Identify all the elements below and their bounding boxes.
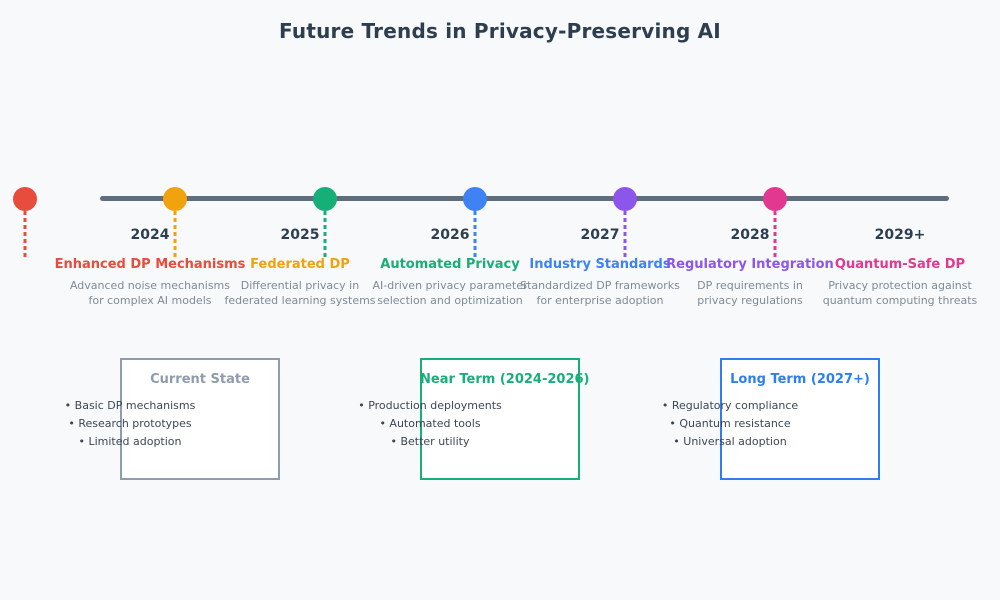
milestone-description: DP requirements in privacy regulations <box>697 279 803 307</box>
summary-box-long-term <box>720 358 880 480</box>
milestone-description: AI-driven privacy parameter selection an… <box>372 279 528 307</box>
milestone-title: Quantum-Safe DP <box>834 257 966 272</box>
milestone-description: Privacy protection against quantum compu… <box>822 279 978 307</box>
milestone-dot <box>613 187 637 211</box>
milestone-title: Enhanced DP Mechanisms <box>54 257 246 272</box>
timeline-axis-line <box>100 196 949 201</box>
milestone-year: 2028 <box>730 227 770 243</box>
summary-box-current-state <box>120 358 280 480</box>
summary-box-near-term <box>420 358 580 480</box>
summary-box-items: • Regulatory compliance • Quantum resist… <box>661 399 799 448</box>
milestone-title: Industry Standards <box>529 257 671 272</box>
milestone-title: Federated DP <box>250 257 350 272</box>
milestone-stem-dashed-line <box>323 211 327 257</box>
milestone-year: 2027 <box>580 227 620 243</box>
page-title: Future Trends in Privacy-Preserving AI <box>279 19 721 43</box>
milestone-year: 2024 <box>130 227 170 243</box>
milestone-dot <box>313 187 337 211</box>
summary-box-title: Current State <box>150 372 250 387</box>
milestone-dot <box>163 187 187 211</box>
milestone-year: 2025 <box>280 227 320 243</box>
milestone-description: Advanced noise mechanisms for complex AI… <box>69 279 231 307</box>
milestone-stem-dashed-line <box>473 211 477 257</box>
milestone-title: Regulatory Integration <box>666 257 834 272</box>
milestone-stem-dashed-line <box>173 211 177 257</box>
milestone-dot <box>763 187 787 211</box>
milestone-year: 2026 <box>430 227 470 243</box>
summary-box-items: • Production deployments • Automated too… <box>358 399 502 448</box>
summary-box-title: Near Term (2024-2026) <box>420 372 590 387</box>
milestone-stem-dashed-line <box>773 211 777 257</box>
milestone-dot <box>463 187 487 211</box>
milestone-dot <box>13 187 37 211</box>
summary-box-items: • Basic DP mechanisms • Research prototy… <box>64 399 196 448</box>
milestone-description: Standardized DP frameworks for enterpris… <box>520 279 680 307</box>
summary-box-title: Long Term (2027+) <box>730 372 870 387</box>
milestone-stem-dashed-line <box>23 211 27 257</box>
milestone-title: Automated Privacy <box>380 257 520 272</box>
milestone-year: 2029+ <box>874 227 926 243</box>
milestone-stem-dashed-line <box>623 211 627 257</box>
milestone-description: Differential privacy in federated learni… <box>224 279 376 307</box>
